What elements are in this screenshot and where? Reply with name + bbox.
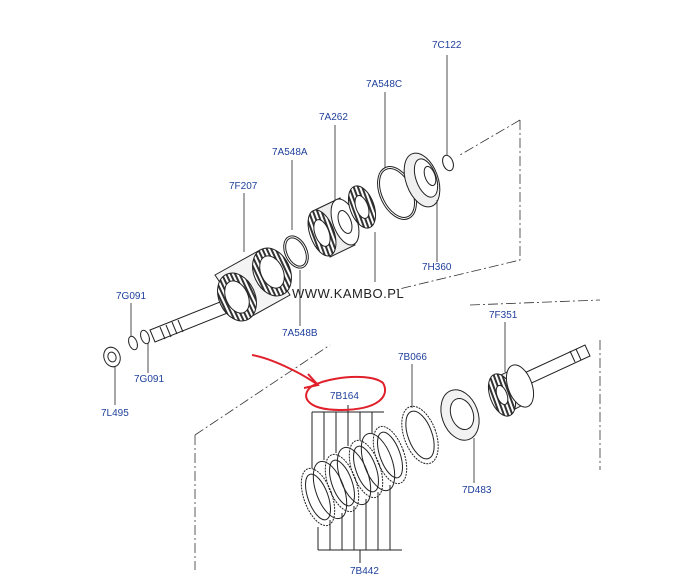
label-7g091-bottom: 7G091 bbox=[134, 374, 165, 385]
label-7a548a: 7A548A bbox=[272, 147, 308, 158]
label-7f207: 7F207 bbox=[229, 181, 258, 192]
steel-plate-7b066-part bbox=[401, 405, 439, 465]
label-7a262: 7A262 bbox=[319, 112, 348, 123]
output-shaft-gear-part bbox=[487, 344, 591, 417]
red-annotation bbox=[251, 354, 387, 412]
label-7b164: 7B164 bbox=[330, 391, 359, 402]
label-7a548c: 7A548C bbox=[366, 79, 403, 90]
label-7b442: 7B442 bbox=[350, 566, 379, 577]
label-7g091-top: 7G091 bbox=[116, 291, 147, 302]
pressure-plate-7d483-part bbox=[440, 389, 480, 441]
label-7f351: 7F351 bbox=[489, 310, 518, 321]
label-7b066: 7B066 bbox=[398, 352, 427, 363]
watermark: WWW.KAMBO.PL bbox=[292, 286, 405, 301]
input-shaft-drum-part bbox=[149, 247, 292, 343]
label-leader-lines bbox=[114, 55, 506, 483]
upper-assembly-boundary bbox=[394, 119, 521, 291]
label-7a548b: 7A548B bbox=[282, 328, 318, 339]
label-7h360: 7H360 bbox=[422, 262, 452, 273]
lower-assembly-boundary bbox=[194, 299, 601, 570]
piston-7h360-part bbox=[403, 152, 441, 208]
small-rings-part bbox=[103, 329, 150, 368]
snap-ring-7c122-part bbox=[442, 154, 454, 172]
snap-ring-7a548a-part bbox=[283, 235, 309, 269]
label-7c122: 7C122 bbox=[432, 40, 462, 51]
label-7d483: 7D483 bbox=[462, 485, 492, 496]
label-7l495: 7L495 bbox=[101, 408, 129, 419]
clutch-plate-stack-part bbox=[300, 405, 408, 563]
spring-pack-part bbox=[347, 185, 377, 229]
